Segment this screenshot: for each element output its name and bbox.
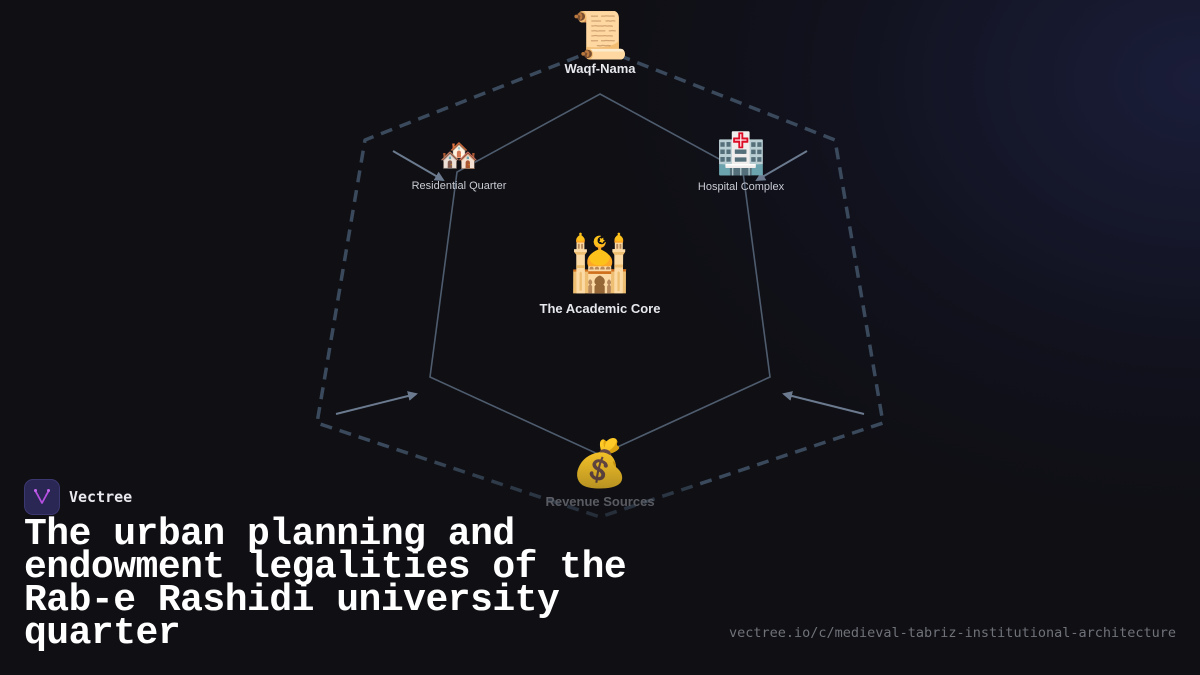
arrow-top-left [392,150,445,182]
node-waqf-nama[interactable]: 📜 Waqf-Nama [564,12,635,76]
source-url[interactable]: vectree.io/c/medieval-tabriz-institution… [728,625,1176,641]
node-label: Waqf-Nama [564,61,636,76]
node-label: The Academic Core [539,301,661,316]
node-hospital-complex[interactable]: 🏥 Hospital Complex [698,134,784,193]
node-academic-core[interactable]: 🕌 The Academic Core [539,232,661,317]
page-title: The urban planning and endowment legalit… [24,513,627,655]
scroll-icon: 📜 [571,8,629,62]
node-label: Hospital Complex [697,181,785,193]
node-revenue-sources[interactable]: 💰 Revenue Sources [545,440,654,509]
node-label: Residential Quarter [411,180,507,192]
brand[interactable]: Vectree [24,479,132,515]
arrow-bottom-right [782,391,865,415]
arrow-top-right [755,150,808,182]
brand-name: Vectree [69,488,133,506]
money-bag-icon: 💰 [571,436,629,490]
outer-dashed-pentagon [315,46,885,519]
vectree-logo-icon [24,479,60,515]
houses-icon: 🏘️ [439,136,479,174]
arrow-bottom-left [335,391,418,415]
node-label: Revenue Sources [545,494,655,509]
node-residential-quarter[interactable]: 🏘️ Residential Quarter [412,139,507,192]
mosque-icon: 🕌 [566,232,634,295]
hospital-icon: 🏥 [716,131,766,177]
